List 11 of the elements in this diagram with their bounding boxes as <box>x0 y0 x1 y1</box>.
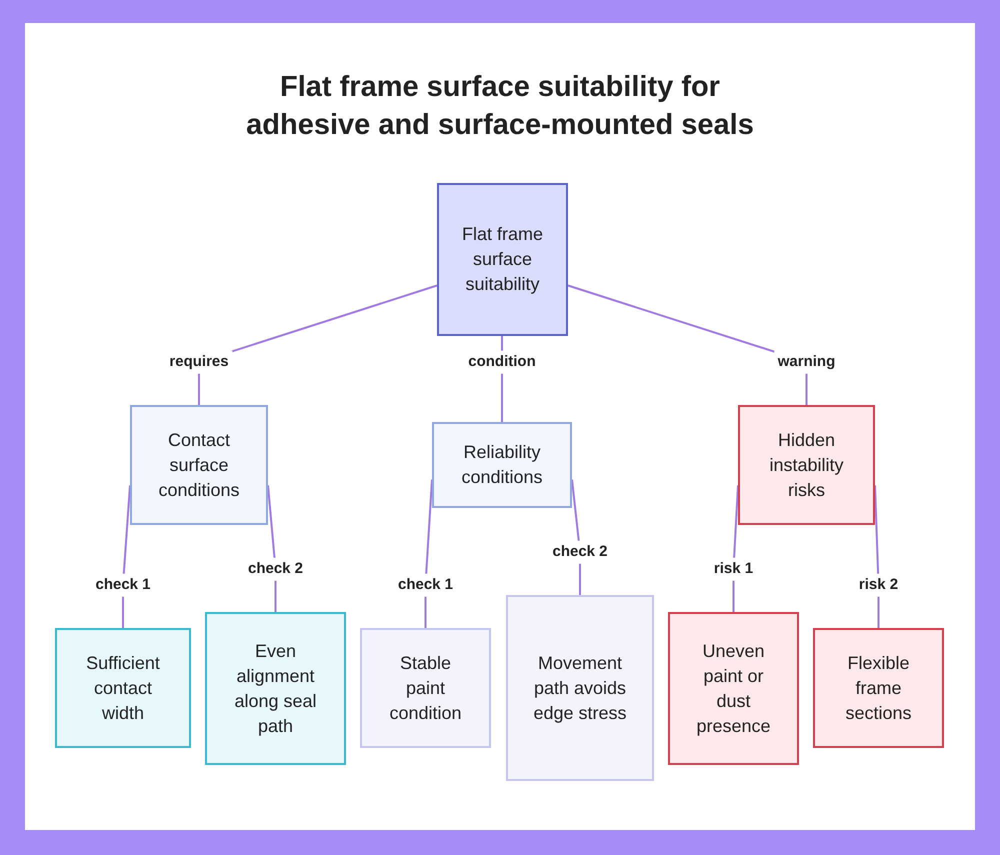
concept-box: Uneven paint or dust presence <box>668 612 799 765</box>
concept-box: Flat frame surface suitability <box>437 183 568 336</box>
title: Flat frame surface suitability for adhesive and surface-mounted seals <box>245 70 755 143</box>
concept-box: Sufficient contact width <box>55 628 191 748</box>
concept-box: Reliability conditions <box>432 422 572 508</box>
concept-box: Contact surface conditions <box>130 405 268 525</box>
concept-box: Hidden instability risks <box>738 405 875 525</box>
concept-box: Even alignment along seal path <box>205 612 346 765</box>
concept-box: Flexible frame sections <box>813 628 944 748</box>
concept-box: Movement path avoids edge stress <box>506 595 654 781</box>
concept-box: Stable paint condition <box>360 628 491 748</box>
